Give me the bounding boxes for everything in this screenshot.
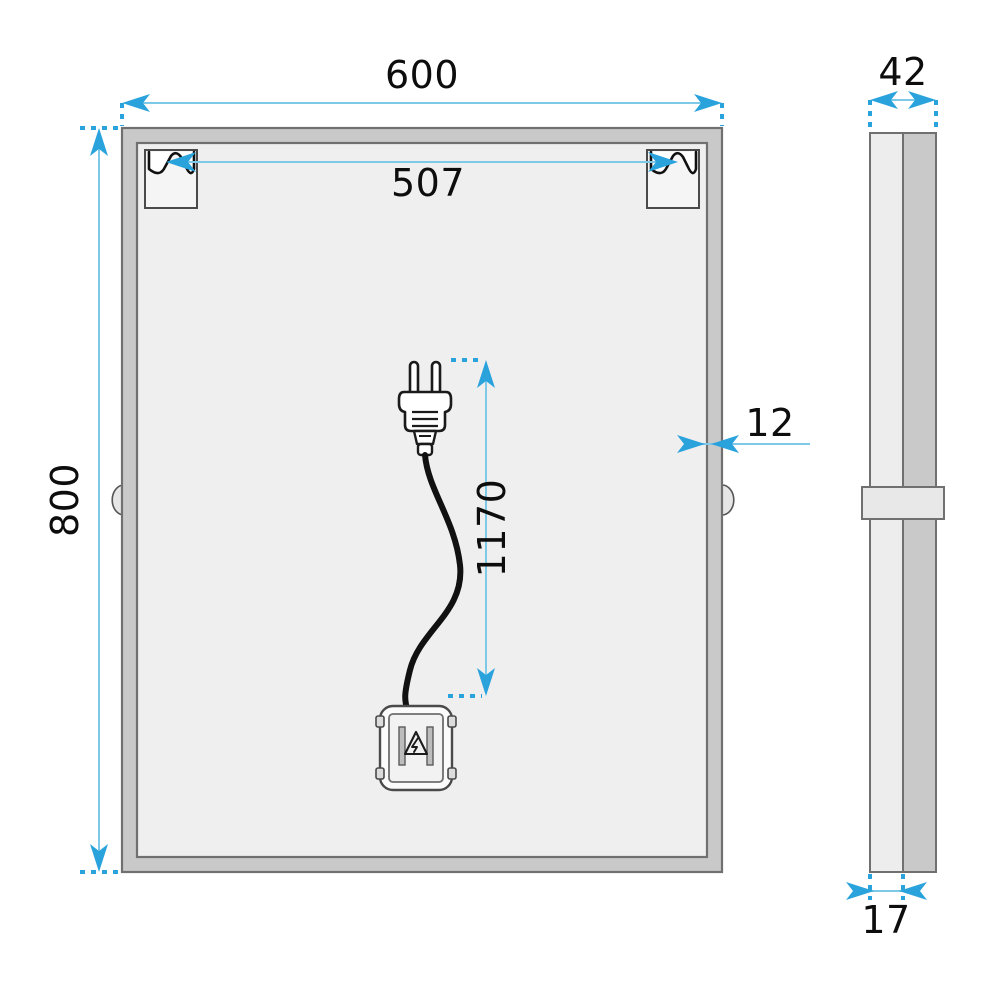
arrow-600-right: [694, 94, 722, 112]
junction-box-tab-tl: [375, 715, 385, 728]
side-view: 42 17: [846, 50, 945, 942]
dimension-thickness-12: 12: [677, 401, 810, 453]
dimension-depth-42: 42: [868, 50, 938, 131]
side-mounting-bracket: [861, 486, 945, 520]
lightning-bolt-icon: [411, 737, 419, 753]
arrow-507-left: [166, 152, 196, 172]
arrow-17-left: [846, 882, 874, 900]
junction-box-bar-right: [426, 726, 434, 766]
dim-label-800: 800: [43, 463, 87, 537]
arrow-42-right: [908, 91, 936, 109]
arrow-12-right: [711, 435, 739, 453]
high-voltage-warning-triangle-icon: [403, 730, 429, 756]
dim-label-507: 507: [391, 161, 465, 205]
dimension-width-600: 600: [120, 53, 724, 126]
dimension-depth-17: 17: [846, 874, 927, 942]
arrow-800-bottom: [90, 844, 108, 872]
power-plug: [397, 360, 453, 457]
junction-box: [375, 704, 457, 792]
dimension-height-800: 800: [43, 126, 118, 874]
junction-box-bar-left: [398, 726, 406, 766]
front-view: 600 507 800: [43, 53, 810, 874]
power-cable: [402, 452, 464, 715]
arrow-1170-top: [477, 360, 495, 388]
dim-label-1170: 1170: [470, 479, 514, 578]
arrow-12-left: [677, 435, 705, 453]
dimension-bracket-507: 507: [166, 152, 678, 205]
dim-label-600: 600: [385, 53, 459, 97]
edge-nub-right: [721, 484, 735, 516]
arrow-600-left: [122, 94, 150, 112]
dim-label-12: 12: [745, 401, 794, 445]
plug-strain-relief: [412, 429, 438, 446]
arrow-507-right: [648, 152, 678, 172]
arrow-17-right: [899, 882, 927, 900]
arrow-1170-bottom: [477, 668, 495, 696]
arrow-42-left: [870, 91, 898, 109]
junction-box-tab-bl: [375, 767, 385, 780]
dim-label-17: 17: [861, 898, 910, 942]
arrow-800-top: [90, 128, 108, 156]
junction-box-tab-br: [447, 767, 457, 780]
junction-box-tab-tr: [447, 715, 457, 728]
dim-label-42: 42: [878, 50, 927, 94]
dimension-cable-1170: 1170: [448, 358, 514, 698]
